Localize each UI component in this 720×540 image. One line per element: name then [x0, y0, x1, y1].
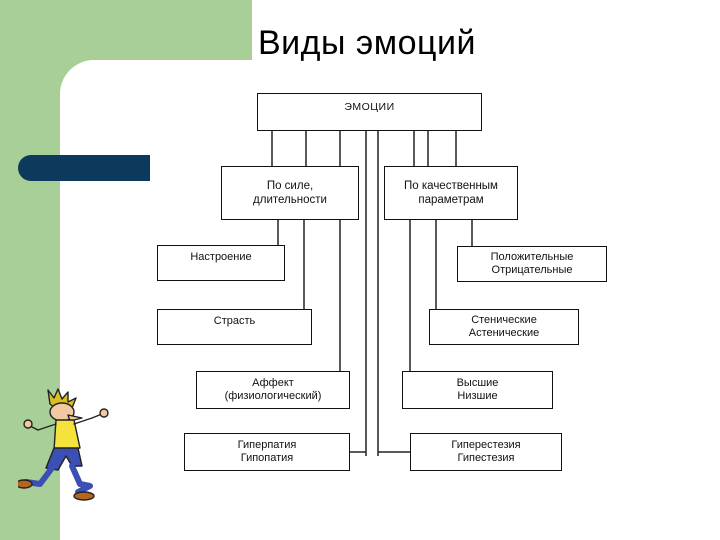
item-positive-line1: Положительные — [490, 251, 574, 263]
item-sthenic-line1: Стенические — [471, 314, 537, 326]
content-panel — [60, 60, 720, 540]
item-hyperesthesia-box: Гиперестезия Гипестезия — [410, 433, 562, 471]
category-quality-box: По качественным параметрам — [384, 166, 518, 220]
excited-cartoon-man-icon — [18, 388, 109, 501]
navy-accent-bar — [18, 155, 150, 181]
category-strength-box: По силе, длительности — [221, 166, 359, 220]
item-higher-line1: Высшие — [456, 377, 499, 389]
item-hyperpathy-line2: Гипопатия — [240, 452, 294, 464]
item-hyperesthesia-line1: Гиперестезия — [451, 439, 521, 451]
item-affect-box: Аффект (физиологический) — [196, 371, 350, 409]
item-mood-box: Настроение — [157, 245, 285, 281]
item-higher-box: Высшие Низшие — [402, 371, 553, 409]
category-strength-line1: По силе, — [266, 180, 314, 192]
item-positive-box: Положительные Отрицательные — [457, 246, 607, 282]
item-passion-box: Страсть — [157, 309, 312, 345]
item-hyperpathy-line1: Гиперпатия — [237, 439, 297, 451]
item-hyperesthesia-line2: Гипестезия — [457, 452, 515, 464]
category-quality-line2: параметрам — [418, 194, 484, 206]
item-sthenic-line2: Астенические — [468, 327, 540, 339]
item-hyperpathy-box: Гиперпатия Гипопатия — [184, 433, 350, 471]
item-passion-line1: Страсть — [213, 315, 256, 327]
item-sthenic-box: Стенические Астенические — [429, 309, 579, 345]
root-label: ЭМОЦИИ — [344, 100, 395, 113]
item-higher-line2: Низшие — [457, 390, 498, 402]
slide-title: Виды эмоций — [258, 24, 476, 62]
item-mood-line1: Настроение — [190, 251, 252, 263]
item-affect-line2: (физиологический) — [224, 390, 322, 402]
emotions-root-box: ЭМОЦИИ — [257, 93, 482, 131]
item-positive-line2: Отрицательные — [491, 264, 573, 276]
category-strength-line2: длительности — [253, 194, 327, 206]
item-affect-line1: Аффект — [252, 377, 294, 389]
category-quality-line1: По качественным — [404, 180, 498, 192]
